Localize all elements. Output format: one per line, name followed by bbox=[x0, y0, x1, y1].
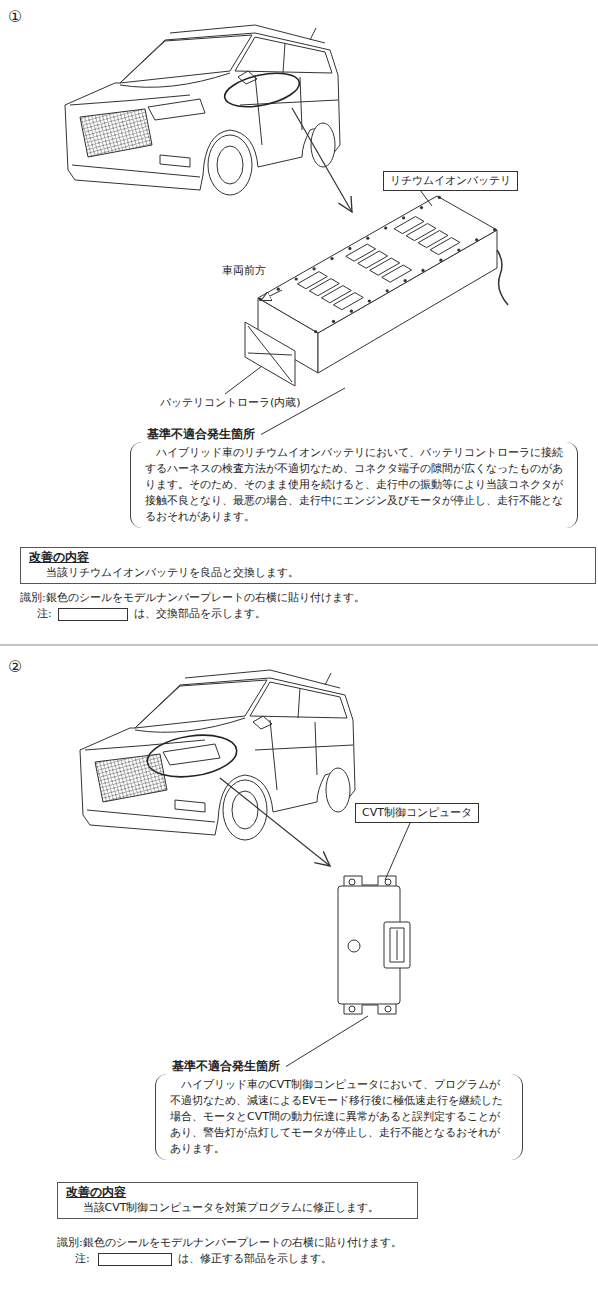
bolt bbox=[295, 277, 298, 280]
connector-pins bbox=[390, 928, 404, 962]
controller-x bbox=[248, 326, 292, 382]
body-text: ハイブリッド車のCVT制御コンピュータにおいて、プログラムが不適切なため、減速に… bbox=[155, 1074, 523, 1160]
identification-note: 識別:銀色のシールをモデルナンバープレートの右横に貼り付けます。 bbox=[57, 1236, 402, 1250]
bolt-hole bbox=[385, 879, 391, 885]
bolt bbox=[277, 288, 280, 291]
part-name: リチウムイオンバッテリ bbox=[390, 174, 511, 188]
part-name-box: リチウムイオンバッテリ bbox=[383, 171, 518, 191]
bolt bbox=[457, 248, 460, 251]
improvement-box: 改善の内容当該CVT制御コンピュータを対策プログラムに修正します。 bbox=[57, 1182, 418, 1219]
battery-cells bbox=[259, 196, 496, 333]
bolt bbox=[259, 298, 262, 301]
note-label: 注: bbox=[75, 1252, 90, 1266]
car-1 bbox=[65, 25, 340, 195]
connector bbox=[384, 922, 410, 968]
improvement-box: 改善の内容当該リチウムイオンバッテリを良品と交換します。 bbox=[20, 547, 596, 584]
cvt-computer-drawing bbox=[338, 876, 410, 1014]
bolt bbox=[350, 310, 353, 313]
bolt bbox=[402, 216, 405, 219]
direction-label: 車両前方 bbox=[222, 264, 266, 278]
part-name-box: CVT制御コンピュータ bbox=[355, 803, 479, 823]
bolt bbox=[348, 247, 351, 250]
battery-cell bbox=[333, 293, 363, 310]
section-number: ② bbox=[8, 658, 22, 676]
bolt bbox=[330, 257, 333, 260]
legend-text: は、修正する部品を示します。 bbox=[178, 1252, 332, 1266]
bolt bbox=[314, 330, 317, 333]
part-marker-box bbox=[98, 1253, 172, 1266]
separator bbox=[0, 645, 598, 646]
battery-cell bbox=[430, 238, 460, 255]
heading: 改善の内容 bbox=[29, 550, 587, 565]
bolt bbox=[386, 289, 389, 292]
bolt bbox=[420, 206, 423, 209]
bolt bbox=[438, 196, 441, 199]
note-label: 注: bbox=[37, 607, 52, 621]
bolt bbox=[475, 238, 478, 241]
bolt bbox=[439, 259, 442, 262]
leader-line bbox=[225, 366, 262, 394]
legend-item: は、交換部品を示します。 bbox=[58, 607, 266, 621]
bolt-hole bbox=[349, 1006, 355, 1012]
bolt bbox=[332, 320, 335, 323]
legend-text: は、交換部品を示します。 bbox=[134, 607, 266, 621]
part-marker-box bbox=[58, 608, 128, 621]
bolt bbox=[384, 226, 387, 229]
bolt-hole bbox=[385, 1006, 391, 1012]
vent bbox=[348, 940, 360, 952]
part-label: バッテリコントローラ(内蔵) bbox=[160, 396, 301, 410]
heading: 改善の内容 bbox=[66, 1185, 409, 1200]
bolt bbox=[366, 237, 369, 240]
bolt bbox=[404, 279, 407, 282]
bolt bbox=[421, 269, 424, 272]
bolt bbox=[493, 228, 496, 231]
battery-top-face bbox=[258, 196, 497, 333]
pointer-arrow bbox=[220, 778, 330, 866]
leader-line bbox=[261, 388, 345, 435]
bolt-hole bbox=[349, 879, 355, 885]
pointer-arrow bbox=[292, 108, 352, 212]
nonconformity-callout: 基準不適合発生箇所ハイブリッド車のリチウムイオンバッテリにおいて、バッテリコント… bbox=[130, 423, 578, 528]
location-ellipse bbox=[222, 67, 303, 112]
body-text: ハイブリッド車のリチウムイオンバッテリにおいて、バッテリコントローラに接続するハ… bbox=[130, 442, 578, 528]
cable bbox=[497, 250, 508, 305]
heading: 基準不適合発生箇所 bbox=[145, 427, 257, 442]
leader-line bbox=[420, 190, 432, 206]
body-text: 当該CVT制御コンピュータを対策プログラムに修正します。 bbox=[66, 1200, 409, 1215]
section-number: ① bbox=[8, 8, 22, 26]
bolt bbox=[313, 267, 316, 270]
bolt bbox=[368, 299, 371, 302]
battery-cell bbox=[382, 265, 412, 282]
leader-line bbox=[286, 1016, 368, 1067]
battery-controller bbox=[245, 322, 295, 386]
nonconformity-callout: 基準不適合発生箇所ハイブリッド車のCVT制御コンピュータにおいて、プログラムが不… bbox=[155, 1055, 523, 1160]
leader-line bbox=[385, 823, 410, 880]
body-text: 当該リチウムイオンバッテリを良品と交換します。 bbox=[29, 565, 587, 580]
part-name: CVT制御コンピュータ bbox=[362, 806, 472, 820]
location-ellipse bbox=[145, 730, 240, 782]
heading: 基準不適合発生箇所 bbox=[170, 1059, 282, 1074]
legend-item: は、修正する部品を示します。 bbox=[98, 1252, 332, 1266]
front-arrow bbox=[262, 290, 282, 300]
identification-note: 識別:銀色のシールをモデルナンバープレートの右横に貼り付けます。 bbox=[20, 591, 365, 605]
battery-drawing bbox=[245, 196, 508, 386]
car-2 bbox=[80, 670, 355, 840]
